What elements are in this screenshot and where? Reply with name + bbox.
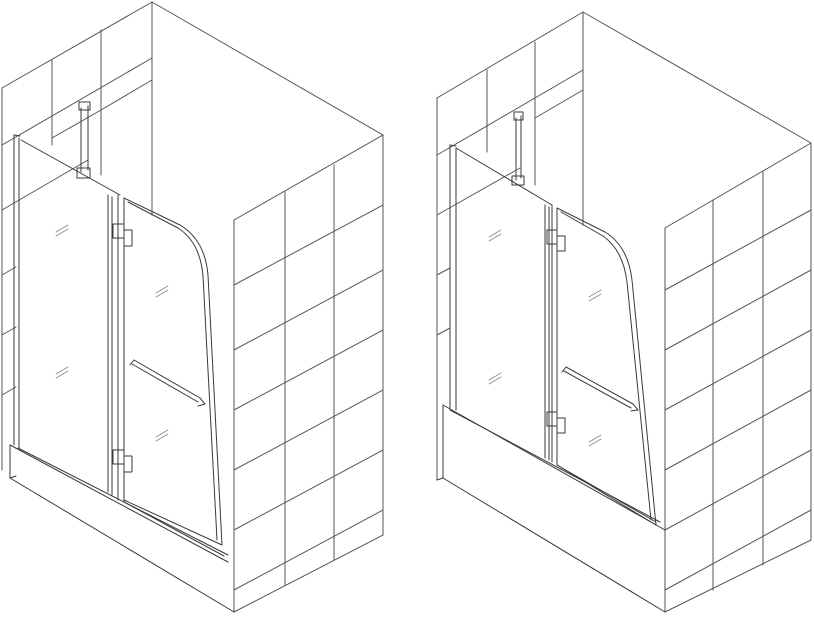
towel-bar-handle	[130, 360, 205, 406]
support-bar	[512, 112, 524, 185]
back-wall-left	[2, 2, 152, 470]
hinged-glass-door	[118, 195, 224, 556]
bathtub	[437, 405, 665, 612]
door-hinge-lower	[113, 450, 132, 472]
support-bar	[77, 102, 90, 178]
towel-bar-handle	[562, 367, 638, 411]
back-wall-left	[437, 12, 583, 480]
shower-enclosure-view	[2, 2, 383, 612]
fixed-glass-panel	[14, 135, 120, 495]
hinged-glass-door	[552, 205, 656, 525]
shower-tray	[10, 445, 234, 612]
door-hinge-upper	[547, 230, 565, 251]
tub-enclosure-view	[437, 12, 811, 612]
fixed-glass-panel	[450, 145, 552, 460]
door-hinge-upper	[113, 224, 132, 246]
side-wall-right	[152, 2, 383, 612]
side-wall-right	[583, 12, 811, 612]
door-hinge-lower	[547, 412, 565, 433]
